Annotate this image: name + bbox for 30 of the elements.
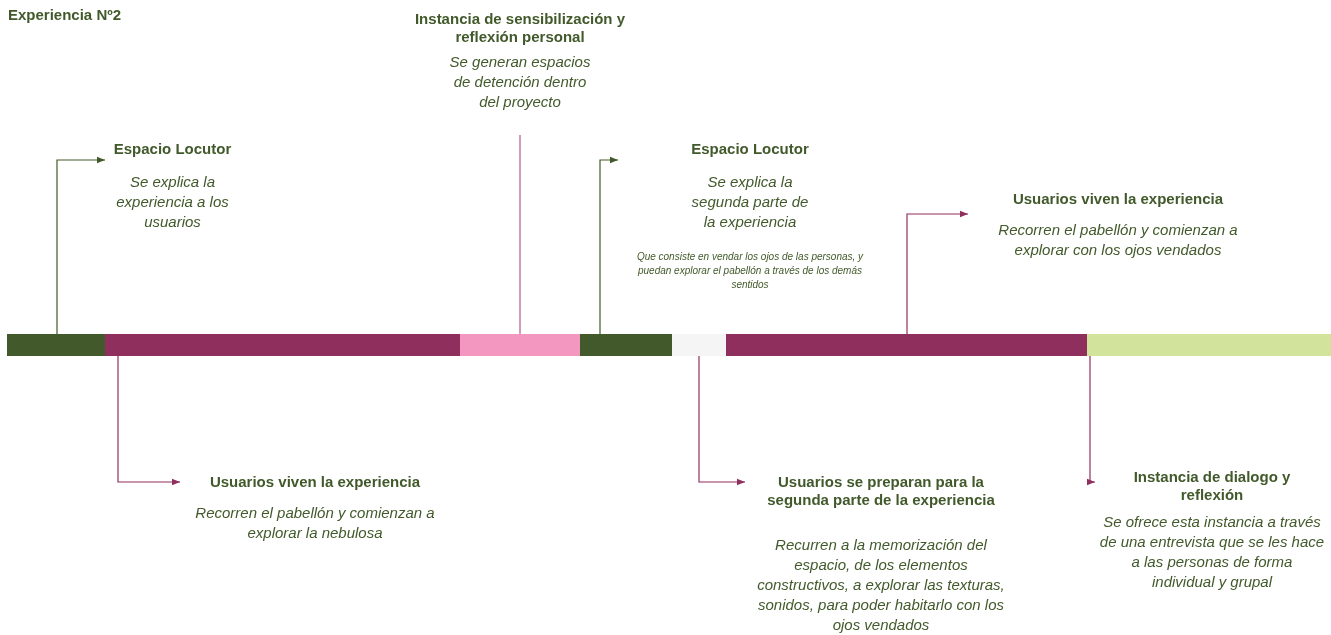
callout-heading: Espacio Locutor (112, 140, 233, 158)
callout-heading: Espacio Locutor (690, 140, 810, 158)
callout-heading: Usuarios viven la experiencia (208, 473, 422, 491)
connector-arrow (906, 210, 969, 335)
timeline-segment (7, 334, 105, 356)
callout-note: Que consiste en vendar los ojos de las personas, y puedan explorar el pabellón a través de los demás sentidos (635, 250, 865, 292)
connector-arrow (56, 156, 106, 335)
connector-arrow (117, 355, 181, 486)
connector-line (519, 134, 521, 335)
connector-arrow (599, 156, 619, 335)
callout-description: Se generan espacios de detención dentro del proyecto (448, 52, 592, 112)
callout-description: Se explica la experiencia a los usuarios (115, 172, 230, 232)
timeline-segment (105, 334, 460, 356)
callout-heading: Usuarios se preparan para la segunda parte de la experiencia (766, 473, 996, 509)
timeline-segment (460, 334, 580, 356)
connector-arrow (698, 355, 746, 486)
callout-description: Se explica la segunda parte de la experiencia (690, 172, 810, 232)
callout-heading: Instancia de dialogo y reflexión (1132, 468, 1292, 504)
callout-heading: Instancia de sensibilización y reflexión personal (413, 10, 627, 46)
callout-description: Recurren a la memorización del espacio, de los elementos constructivos, a explorar las texturas, sonidos, para poder habitarlo con los ojos vendados (756, 535, 1006, 635)
callout-description: Recorren el pabellón y comienzan a explorar la nebulosa (194, 503, 436, 543)
diagram-title: Experiencia Nº2 (8, 6, 122, 23)
timeline-segment (1087, 334, 1331, 356)
timeline-segment (672, 334, 726, 356)
callout-description: Se ofrece esta instancia a través de una entrevista que se les hace a las personas de forma individual y grupal (1099, 512, 1325, 592)
callout-description: Recorren el pabellón y comienzan a explorar con los ojos vendados (997, 220, 1239, 260)
timeline-segment (726, 334, 1087, 356)
connector-arrow (1086, 355, 1096, 486)
timeline-segment (580, 334, 672, 356)
callout-heading: Usuarios viven la experiencia (1011, 190, 1225, 208)
